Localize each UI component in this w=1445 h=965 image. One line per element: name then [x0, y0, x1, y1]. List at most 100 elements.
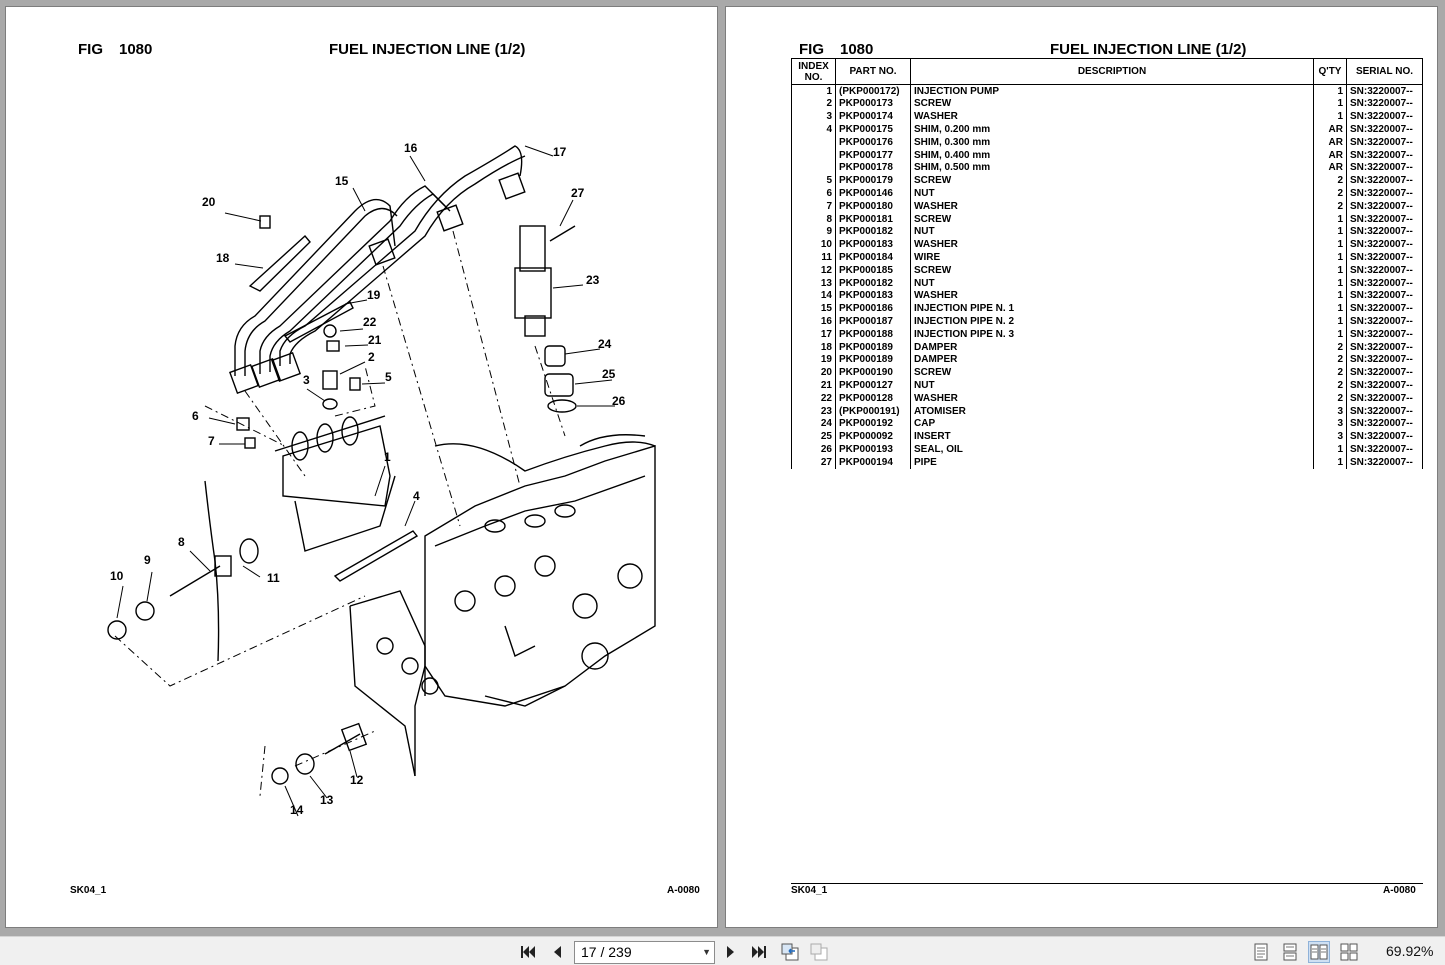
- callout-8: 8: [178, 535, 185, 549]
- cell-description: SHIM, 0.400 mm: [910, 149, 1314, 162]
- next-view-button[interactable]: [808, 941, 830, 963]
- cell-part-no: PKP000188: [835, 328, 911, 342]
- cell-description: NUT: [910, 277, 1314, 290]
- last-page-button[interactable]: [748, 941, 770, 963]
- cell-qty: 1: [1313, 315, 1347, 329]
- first-page-button[interactable]: [517, 941, 539, 963]
- col-header-serial: SERIAL NO.: [1346, 58, 1423, 85]
- cell-index: 14: [791, 289, 836, 303]
- previous-view-button[interactable]: [779, 941, 801, 963]
- cell-serial: SN:3220007--: [1346, 213, 1423, 226]
- viewer-toolbar: 17 / 239 ▼ 69.92%: [0, 936, 1445, 965]
- callout-5: 5: [385, 370, 392, 384]
- washer-3-drawing: [322, 398, 338, 410]
- cell-qty: 1: [1313, 456, 1347, 470]
- next-view-icon: [810, 943, 828, 961]
- facing-view-button[interactable]: [1308, 941, 1330, 963]
- cell-index: 17: [791, 328, 836, 342]
- cell-qty: 3: [1313, 405, 1347, 418]
- single-page-view-button[interactable]: [1250, 941, 1272, 963]
- cell-part-no: PKP000176: [835, 136, 911, 150]
- cell-serial: SN:3220007--: [1346, 341, 1423, 354]
- left-fig-number: 1080: [119, 41, 153, 58]
- cell-serial: SN:3220007--: [1346, 174, 1423, 188]
- prev-page-button[interactable]: [546, 941, 568, 963]
- right-page-title: FUEL INJECTION LINE (1/2): [1050, 41, 1247, 58]
- cell-serial: SN:3220007--: [1346, 187, 1423, 201]
- cell-index: 16: [791, 315, 836, 329]
- continuous-view-button[interactable]: [1279, 941, 1301, 963]
- callout-24: 24: [598, 337, 612, 351]
- page-number-dropdown[interactable]: 17 / 239 ▼: [574, 941, 715, 964]
- zoom-level[interactable]: 69.92%: [1386, 943, 1434, 959]
- cell-description: WASHER: [910, 289, 1314, 303]
- cell-serial: SN:3220007--: [1346, 289, 1423, 303]
- cell-qty: 1: [1313, 225, 1347, 239]
- cell-index: 7: [791, 200, 836, 214]
- cell-qty: 1: [1313, 443, 1347, 457]
- left-footer-page: A-0080: [667, 885, 700, 896]
- nut-6-drawing: [236, 417, 250, 431]
- cell-serial: SN:3220007--: [1346, 136, 1423, 150]
- continuous-facing-view-button[interactable]: [1338, 941, 1360, 963]
- cell-index: [791, 149, 836, 162]
- cell-index: 3: [791, 110, 836, 124]
- cell-index: [791, 161, 836, 175]
- left-footer-code: SK04_1: [70, 885, 107, 896]
- cell-serial: SN:3220007--: [1346, 302, 1423, 316]
- cell-description: INJECTION PIPE N. 1: [910, 302, 1314, 316]
- next-page-button[interactable]: [720, 941, 742, 963]
- cell-serial: SN:3220007--: [1346, 315, 1423, 329]
- right-footer-rule: [791, 883, 1423, 884]
- prev-page-icon: [554, 946, 561, 958]
- callout-16: 16: [404, 141, 418, 155]
- shim-4-drawing: [333, 530, 419, 582]
- screw-5-drawing: [349, 377, 361, 391]
- wire-drawing: [107, 480, 259, 662]
- cell-part-no: PKP000194: [835, 456, 911, 470]
- cell-part-no: PKP000175: [835, 123, 911, 137]
- right-fig-label: FIG: [799, 41, 824, 58]
- cell-description: INSERT: [910, 430, 1314, 444]
- cell-description: PIPE: [910, 456, 1314, 470]
- cell-part-no: PKP000179: [835, 174, 911, 188]
- cell-index: 19: [791, 353, 836, 367]
- cell-description: INJECTION PIPE N. 3: [910, 328, 1314, 342]
- first-page-icon: [521, 946, 535, 958]
- callout-17: 17: [553, 145, 567, 159]
- continuous-icon: [1283, 943, 1297, 961]
- cell-part-no: PKP000189: [835, 353, 911, 367]
- cell-index: 18: [791, 341, 836, 354]
- cell-qty: 1: [1313, 264, 1347, 278]
- cell-qty: 3: [1313, 417, 1347, 431]
- cell-qty: 1: [1313, 289, 1347, 303]
- cell-serial: SN:3220007--: [1346, 277, 1423, 290]
- cell-qty: 1: [1313, 328, 1347, 342]
- screw-20-drawing: [259, 215, 271, 229]
- cell-description: DAMPER: [910, 341, 1314, 354]
- damper-19-drawing: [283, 301, 354, 343]
- cell-qty: 1: [1313, 251, 1347, 265]
- cell-qty: 2: [1313, 341, 1347, 354]
- right-footer-code: SK04_1: [791, 885, 828, 896]
- cell-index: 20: [791, 366, 836, 380]
- cell-serial: SN:3220007--: [1346, 200, 1423, 214]
- cell-index: 26: [791, 443, 836, 457]
- nut-21-drawing: [326, 340, 340, 352]
- cell-part-no: PKP000185: [835, 264, 911, 278]
- cell-index: 24: [791, 417, 836, 431]
